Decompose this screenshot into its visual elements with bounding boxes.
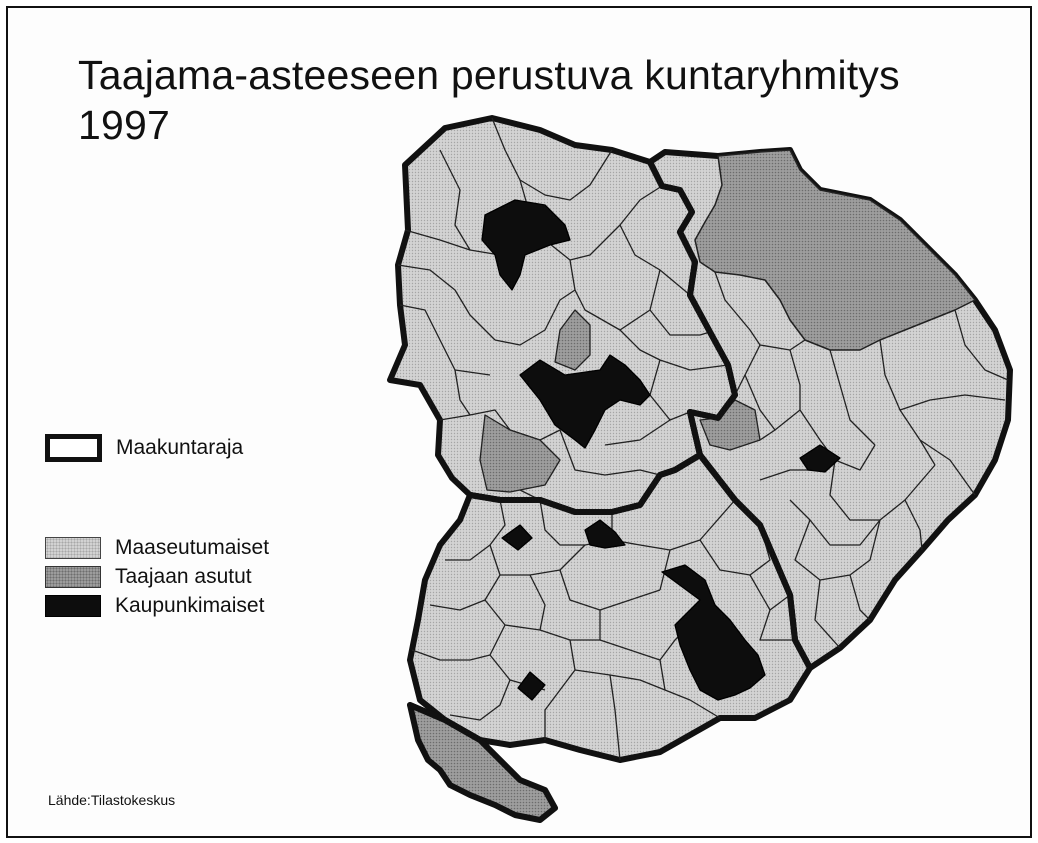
urban-south-small xyxy=(517,671,546,701)
legend-item-semiurban: Taajaan asutut xyxy=(45,565,252,589)
region-northeast-semiurban xyxy=(694,149,976,351)
province-borders xyxy=(407,159,813,743)
legend-urban-swatch xyxy=(45,595,101,617)
urban-southeast-strip xyxy=(661,564,766,701)
map-title-line2: 1997 xyxy=(78,102,171,148)
legend-border: Maakuntaraja xyxy=(45,434,243,462)
semiurban-municipalities xyxy=(479,309,761,493)
urban-central xyxy=(519,354,651,449)
region-southwest-semiurban xyxy=(407,702,558,823)
semiurban-north-center xyxy=(554,309,591,371)
urban-east xyxy=(799,444,841,473)
municipality-borders xyxy=(397,117,1009,761)
urban-municipalities xyxy=(481,199,841,701)
legend-urban-label: Kaupunkimaiset xyxy=(115,594,265,617)
map-title-line1: Taajama-asteeseen perustuva kuntaryhmity… xyxy=(78,52,900,98)
legend-item-urban: Kaupunkimaiset xyxy=(45,594,264,618)
urban-south-west xyxy=(501,524,533,551)
legend-rural-swatch xyxy=(45,537,101,559)
semiurban-north-west xyxy=(479,414,561,493)
legend-semiurban-swatch xyxy=(45,566,101,588)
legend-semiurban-label: Taajaan asutut xyxy=(115,565,252,588)
legend-item-rural: Maaseutumaiset xyxy=(45,536,269,560)
map-title: Taajama-asteeseen perustuva kuntaryhmity… xyxy=(78,50,900,150)
legend-border-label: Maakuntaraja xyxy=(116,436,244,459)
legend-border-swatch xyxy=(45,434,102,462)
legend-rural-label: Maaseutumaiset xyxy=(115,536,270,559)
source-note: Lähde:Tilastokeskus xyxy=(48,792,176,808)
urban-north xyxy=(481,199,571,291)
urban-south-center xyxy=(584,519,626,549)
